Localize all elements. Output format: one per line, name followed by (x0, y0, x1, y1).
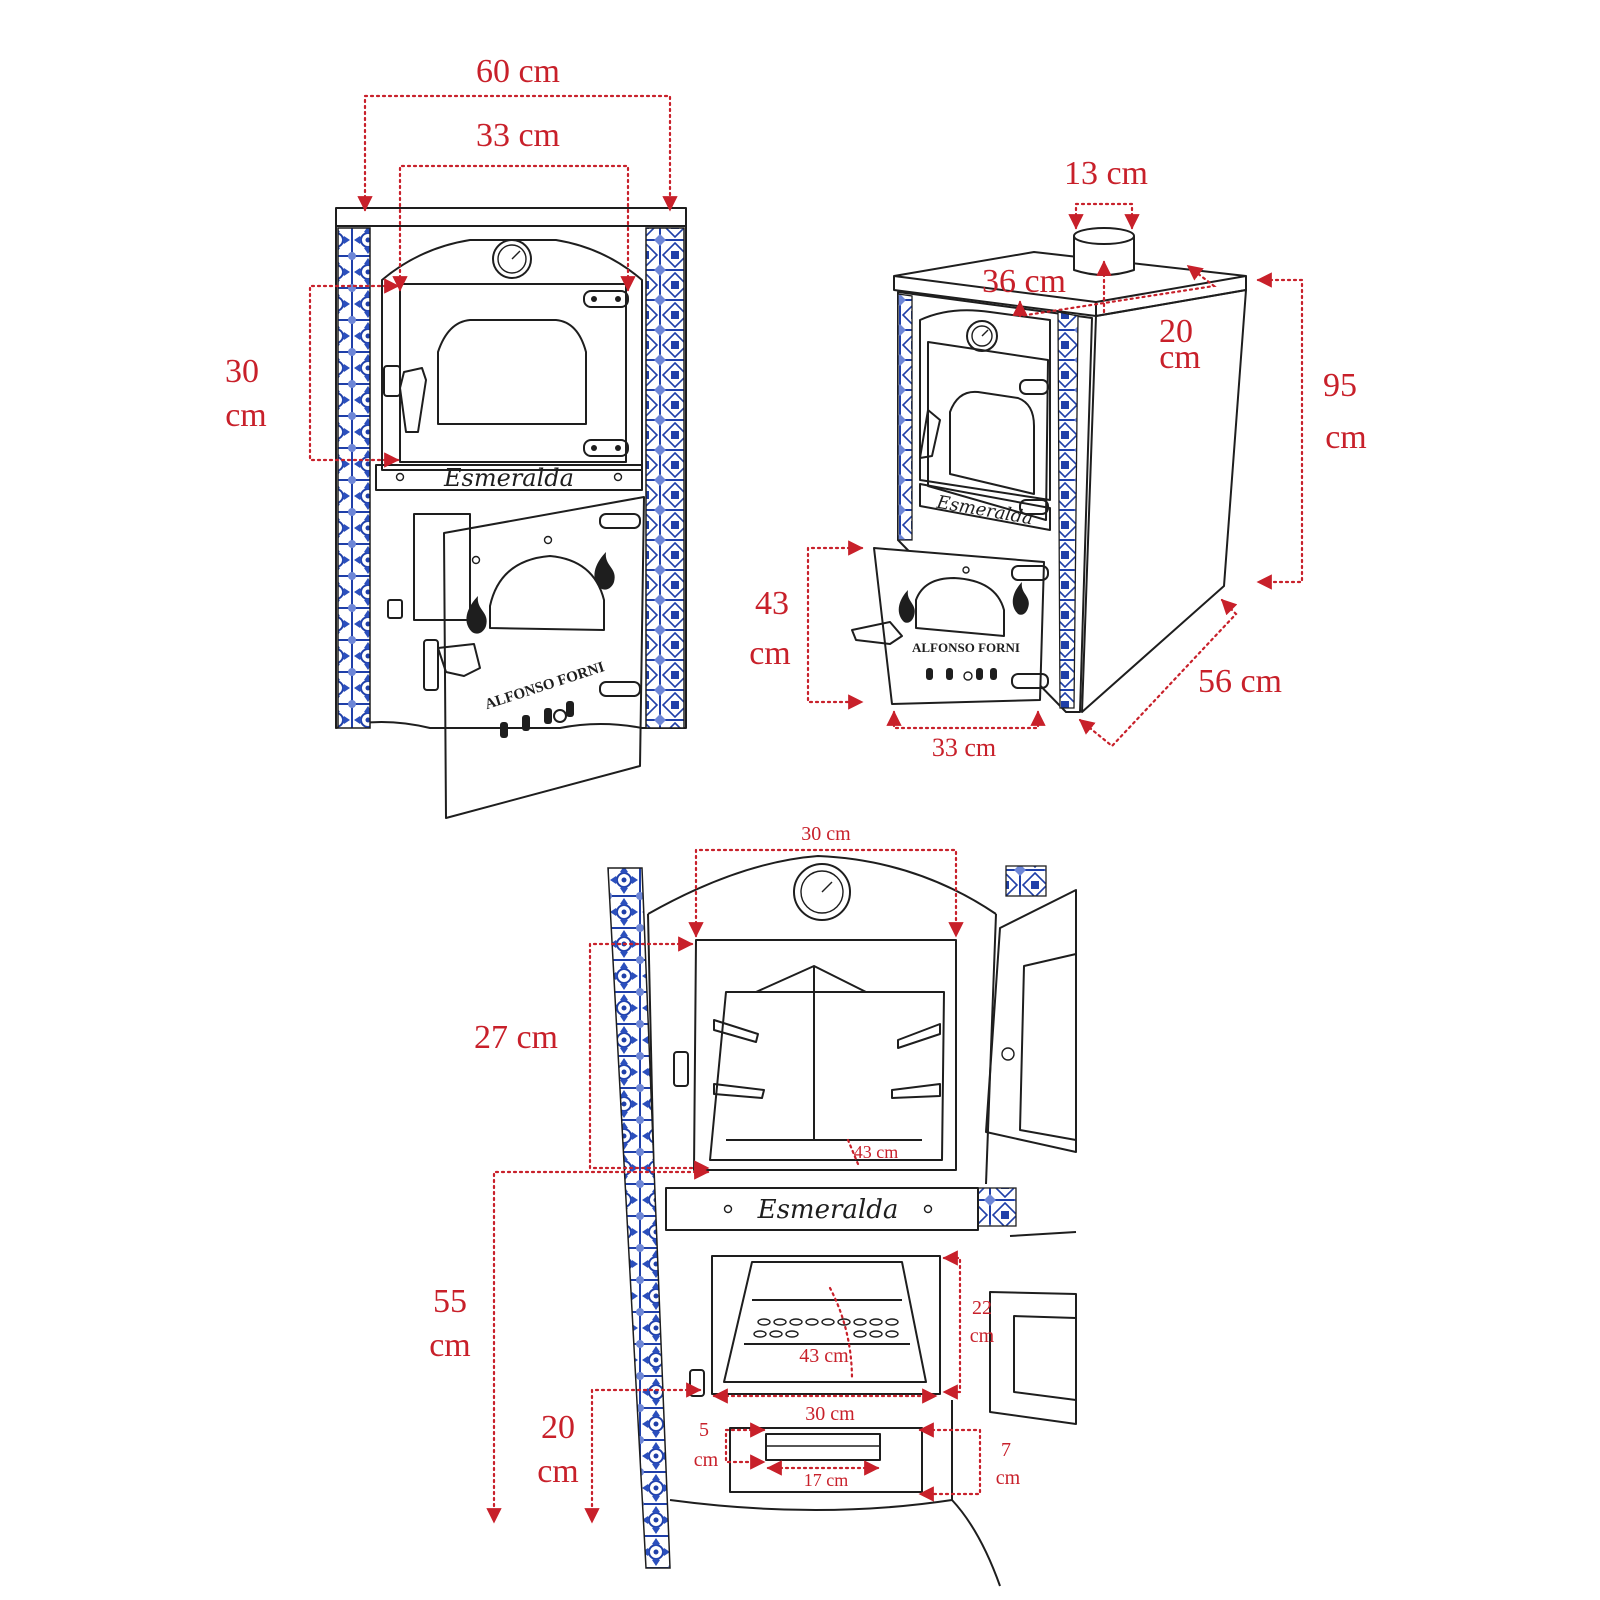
perspective-view: Esmeralda ALFONSO FORNI 13 cm 36 cm 20 c… (749, 155, 1367, 762)
flame-icon (898, 590, 915, 623)
dim-label-floor-height-unit: cm (429, 1327, 471, 1364)
hinge-icon (583, 290, 629, 308)
dim-label-drawer-floor-value: 20 (541, 1409, 575, 1446)
dim-label-oven-door-width: 33 cm (476, 117, 560, 154)
dim-line-oven-door-width (392, 164, 636, 292)
dim-line-total-width (357, 94, 678, 212)
front-brand-text: Esmeralda (443, 464, 574, 492)
handle-icon[interactable] (673, 1051, 689, 1087)
dim-label-drawer-gap-value: 5 (699, 1419, 709, 1441)
dim-label-oven-height: 27 cm (474, 1019, 558, 1056)
dim-label-floor-height-value: 55 (433, 1283, 467, 1320)
thermometer-gauge-icon (966, 320, 998, 352)
hinge-icon (583, 439, 629, 457)
dim-label-depth: 56 cm (1198, 663, 1282, 700)
front-oven-frame (381, 239, 643, 471)
front-oven-window (437, 319, 587, 425)
dim-line-oven-door-height (308, 278, 400, 468)
front-oven-door[interactable] (399, 283, 627, 463)
front-left-tile-strip (337, 227, 371, 729)
dim-line-firebox-height (942, 1250, 962, 1400)
dim-line-door-height (806, 540, 864, 710)
persp-firebox-door[interactable] (873, 547, 1045, 705)
dim-label-door-width: 33 cm (932, 733, 996, 762)
persp-right-tile-strip (1057, 311, 1079, 709)
dim-line-depth (1078, 598, 1238, 748)
thermometer-gauge-icon (492, 239, 532, 279)
dim-label-top-depth-value: 20 (1159, 313, 1193, 350)
dim-label-oven-width: 30 cm (801, 823, 851, 845)
hinge-icon (1011, 565, 1049, 689)
handle-icon[interactable] (383, 365, 427, 433)
persp-door-logo: ALFONSO FORNI (912, 640, 1020, 655)
dim-line-drawer-gap (724, 1422, 766, 1470)
front-door-logo: ALFONSO FORNI (483, 659, 607, 713)
dim-label-drawer-floor-unit: cm (537, 1453, 579, 1490)
dim-label-drawer-width: 17 cm (804, 1470, 849, 1490)
interior-fire-grate (753, 1318, 899, 1338)
interior-oven-opening (693, 939, 957, 1171)
handle-icon[interactable] (919, 409, 941, 459)
dim-line-drawer-floor (584, 1382, 702, 1524)
interior-oven-door-open[interactable] (985, 889, 1077, 1153)
persp-brand-text: Esmeralda (934, 492, 1035, 530)
interior-ash-drawer[interactable] (765, 1433, 881, 1461)
dim-line-door-width (886, 710, 1046, 730)
front-right-tile-strip (645, 227, 685, 729)
dim-label-height-value: 95 (1323, 367, 1357, 404)
interior-brand-text: Esmeralda (757, 1195, 899, 1225)
dim-label-firebox-height-value: 22 (972, 1297, 992, 1319)
hinge-icon (599, 513, 641, 697)
front-firebox-door-open[interactable] (443, 496, 645, 819)
dim-line-oven-depth (846, 1138, 860, 1166)
dim-line-firebox-depth (828, 1286, 854, 1382)
dim-label-door-height-value: 43 (755, 585, 789, 622)
persp-left-tile-strip (897, 293, 913, 541)
dim-label-total-width: 60 cm (476, 53, 560, 90)
dim-label-firebox-depth: 43 cm (799, 1345, 849, 1367)
front-view: Esmeralda ALFONSO FORNI (225, 53, 687, 819)
dim-label-top-depth-unit: cm (1159, 339, 1201, 376)
dim-line-oven-width (688, 848, 964, 938)
interior-left-tile-strip (607, 867, 671, 1569)
handle-icon[interactable] (689, 1369, 705, 1397)
dim-label-height-unit: cm (1325, 419, 1367, 456)
dim-label-flue: 13 cm (1064, 155, 1148, 192)
persp-air-slots (926, 668, 997, 681)
flame-icon (466, 596, 487, 634)
interior-firebox-door-open[interactable] (989, 1291, 1077, 1425)
dim-label-drawer-height-value: 7 (1001, 1439, 1011, 1461)
dim-label-oven-door-height-value: 30 (225, 353, 259, 390)
dim-label-drawer-height-unit: cm (996, 1467, 1021, 1489)
dim-line-flue (1068, 202, 1140, 230)
front-air-slots (500, 701, 574, 738)
thermometer-gauge-icon (793, 863, 851, 921)
dim-label-firebox-width: 30 cm (805, 1403, 855, 1425)
dim-line-floor-height (486, 1164, 710, 1524)
dim-label-drawer-gap-unit: cm (694, 1449, 719, 1471)
dim-label-oven-door-height-unit: cm (225, 397, 267, 434)
dim-line-height (1256, 272, 1304, 590)
dim-label-door-height-unit: cm (749, 635, 791, 672)
persp-top-slab (893, 251, 1247, 303)
dim-label-oven-depth: 43 cm (854, 1142, 899, 1162)
dim-line-top-width (1012, 264, 1217, 318)
front-brand-plate (375, 464, 643, 491)
handle-icon[interactable] (423, 639, 481, 691)
dim-label-firebox-height-unit: cm (970, 1325, 995, 1347)
dim-line-drawer-height (918, 1422, 982, 1502)
front-firebox-window (489, 555, 605, 631)
flame-icon (1012, 582, 1029, 615)
dim-label-top-width: 36 cm (982, 263, 1066, 300)
persp-oven-door[interactable] (927, 341, 1049, 521)
flame-icon (594, 552, 615, 590)
interior-view: Esmeralda (429, 823, 1077, 1587)
